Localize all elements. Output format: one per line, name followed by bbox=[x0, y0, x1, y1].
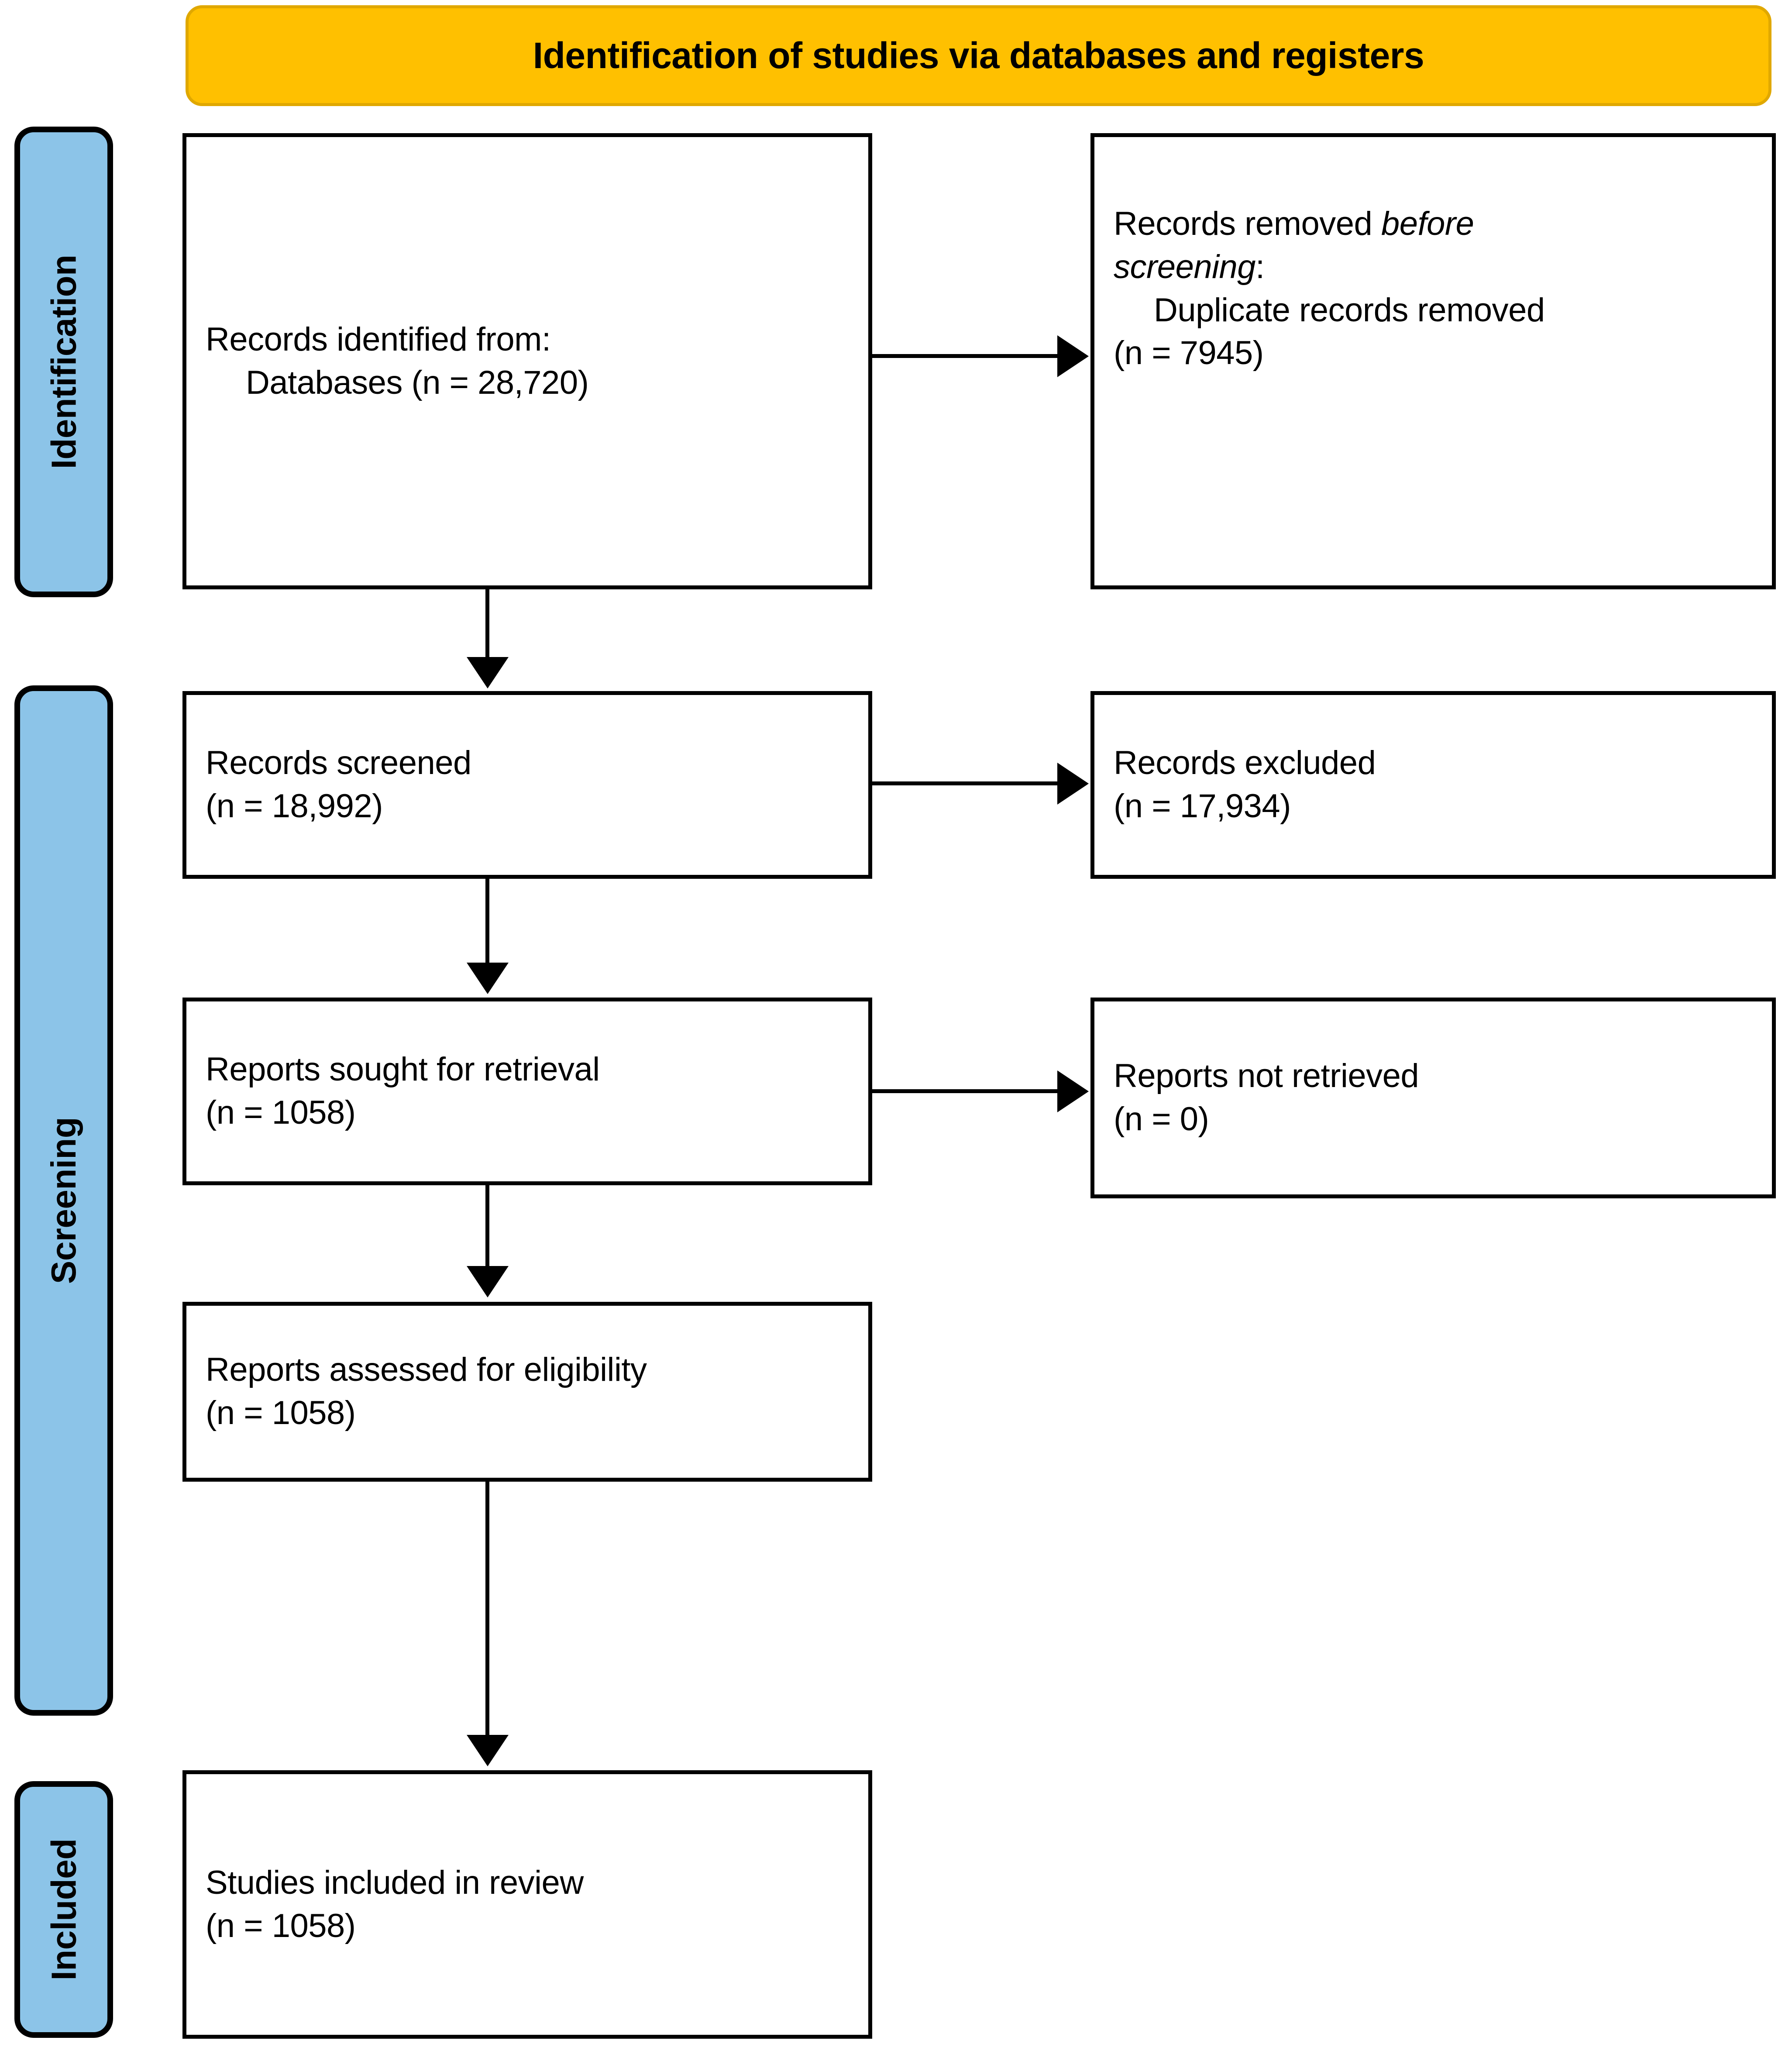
node-records-removed-line4: (n = 7945) bbox=[1114, 334, 1264, 372]
node-studies-included-line1: Studies included in review bbox=[206, 1864, 584, 1901]
node-records-screened-line1: Records screened bbox=[206, 744, 471, 782]
node-records-excluded: Records excluded (n = 17,934) bbox=[1090, 691, 1776, 879]
stage-bar-included: Included bbox=[14, 1781, 113, 2038]
node-records-identified-line1: Records identified from: bbox=[206, 320, 551, 358]
stage-bar-included-label: Included bbox=[44, 1838, 83, 1981]
stage-bar-screening-label: Screening bbox=[44, 1117, 83, 1284]
node-records-removed-line3: Duplicate records removed bbox=[1154, 291, 1545, 329]
node-records-identified-line2: Databases (n = 28,720) bbox=[246, 364, 589, 401]
arrow-line bbox=[485, 879, 489, 965]
arrow-line bbox=[869, 1089, 1061, 1093]
node-reports-sought-line2: (n = 1058) bbox=[206, 1094, 356, 1131]
arrow-line bbox=[485, 589, 489, 659]
node-records-removed-line2: screening: bbox=[1114, 246, 1753, 289]
node-records-removed: Records removed before screening: Duplic… bbox=[1090, 133, 1776, 589]
node-records-removed-line1-italic: before bbox=[1381, 205, 1474, 242]
stage-header-title: Identification of studies via databases … bbox=[533, 35, 1424, 76]
node-records-screened: Records screened (n = 18,992) bbox=[182, 691, 872, 879]
arrow-head-right-icon bbox=[1057, 335, 1089, 377]
node-reports-assessed-line2: (n = 1058) bbox=[206, 1394, 356, 1431]
stage-header-banner: Identification of studies via databases … bbox=[186, 5, 1771, 106]
node-records-screened-line2: (n = 18,992) bbox=[206, 788, 383, 825]
stage-bar-screening: Screening bbox=[14, 685, 113, 1716]
node-records-removed-line1-prefix: Records removed bbox=[1114, 205, 1381, 242]
arrow-line bbox=[485, 1482, 489, 1737]
node-reports-assessed: Reports assessed for eligibility (n = 10… bbox=[182, 1302, 872, 1482]
node-records-excluded-line1: Records excluded bbox=[1114, 744, 1376, 782]
node-records-removed-line2-italic: screening bbox=[1114, 248, 1256, 286]
arrow-line bbox=[869, 354, 1061, 358]
node-reports-not-retrieved: Reports not retrieved (n = 0) bbox=[1090, 998, 1776, 1198]
node-reports-not-retrieved-line2: (n = 0) bbox=[1114, 1101, 1209, 1138]
arrow-head-down-icon bbox=[467, 1266, 509, 1297]
arrow-line bbox=[869, 781, 1061, 785]
node-reports-sought: Reports sought for retrieval (n = 1058) bbox=[182, 998, 872, 1185]
node-reports-assessed-line1: Reports assessed for eligibility bbox=[206, 1351, 647, 1389]
arrow-line bbox=[485, 1185, 489, 1268]
arrow-head-right-icon bbox=[1057, 763, 1089, 805]
node-reports-sought-line1: Reports sought for retrieval bbox=[206, 1051, 600, 1088]
stage-bar-identification-label: Identification bbox=[44, 255, 83, 469]
arrow-head-down-icon bbox=[467, 657, 509, 688]
arrow-head-down-icon bbox=[467, 963, 509, 994]
stage-bar-identification: Identification bbox=[14, 127, 113, 597]
arrow-head-down-icon bbox=[467, 1735, 509, 1766]
node-records-excluded-line2: (n = 17,934) bbox=[1114, 788, 1291, 825]
node-reports-not-retrieved-line1: Reports not retrieved bbox=[1114, 1057, 1419, 1095]
node-studies-included-line2: (n = 1058) bbox=[206, 1907, 356, 1944]
node-records-removed-line2-suffix: : bbox=[1255, 248, 1265, 286]
node-studies-included: Studies included in review (n = 1058) bbox=[182, 1770, 872, 2039]
arrow-head-right-icon bbox=[1057, 1070, 1089, 1112]
node-records-removed-line1: Records removed before bbox=[1114, 203, 1753, 246]
node-records-identified: Records identified from: Databases (n = … bbox=[182, 133, 872, 589]
